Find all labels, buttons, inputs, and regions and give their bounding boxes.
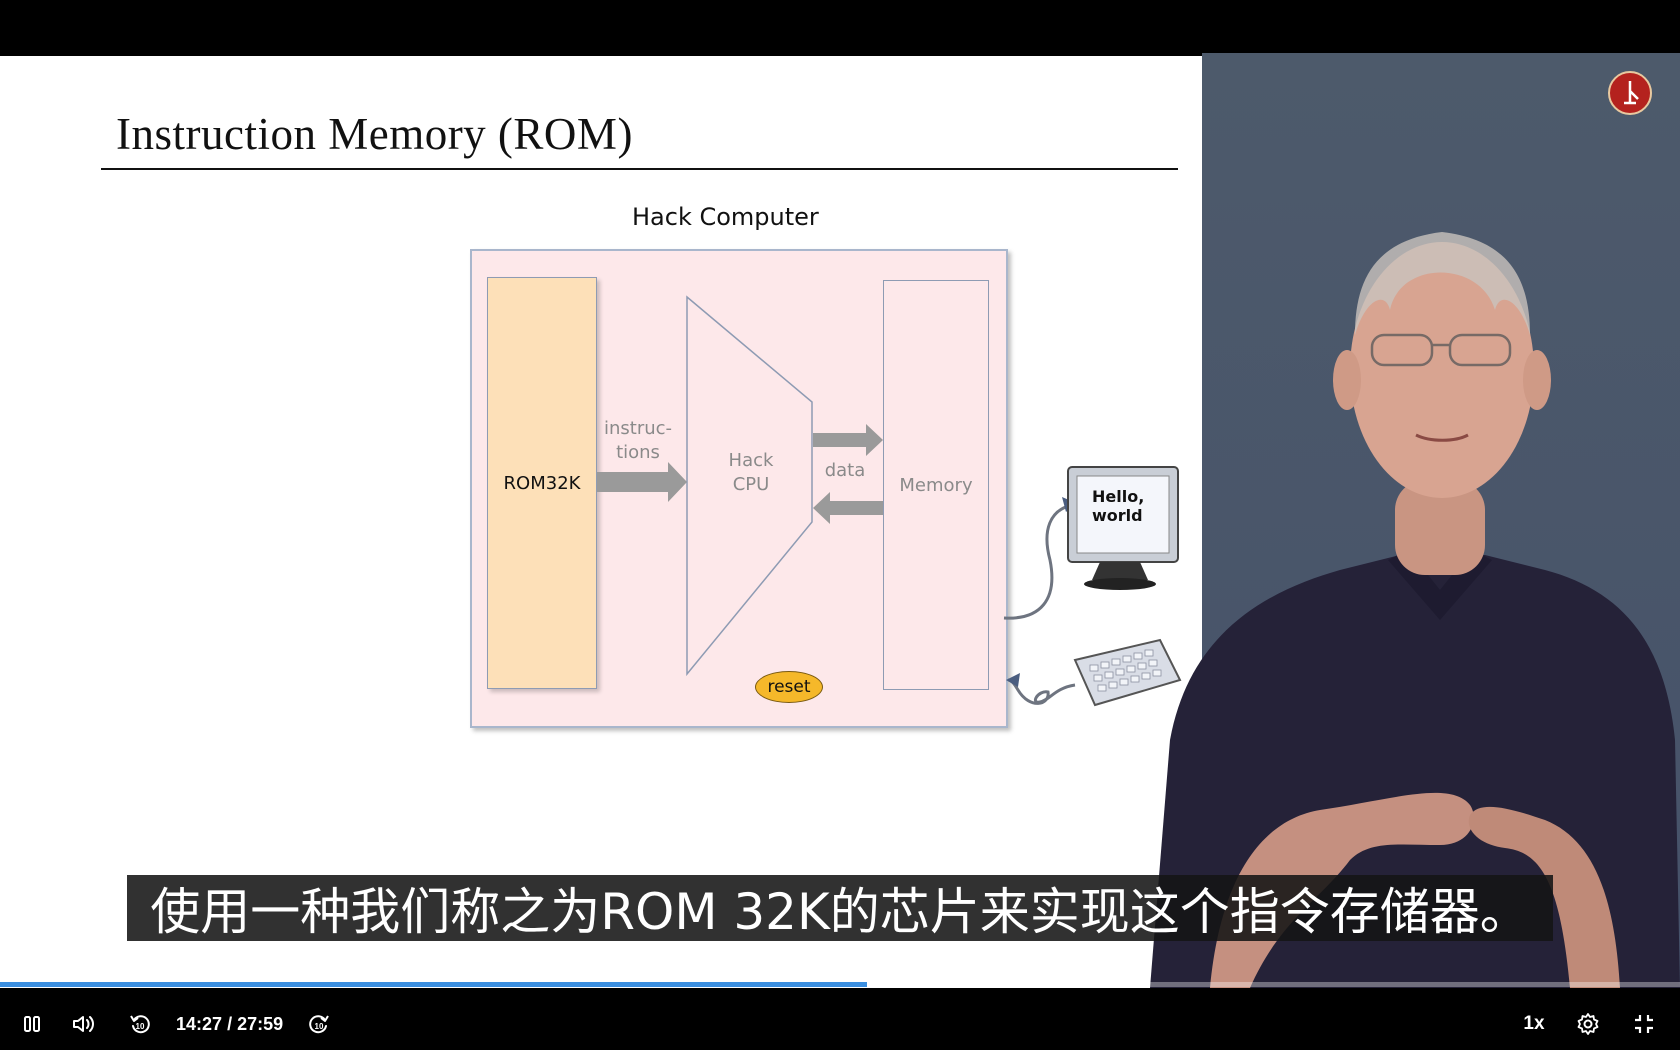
progress-fill [0, 982, 867, 987]
cpu-label-line1: Hack [728, 450, 774, 471]
rom32k-label: ROM32K [503, 472, 581, 494]
time-display: 14:27 / 27:59 [176, 998, 283, 1050]
diagram-graphics [597, 295, 1182, 707]
cpu-label-line2: CPU [732, 474, 770, 495]
memory-chip: Memory [883, 280, 989, 690]
forward-10-icon[interactable]: 10 [303, 998, 335, 1050]
instructions-arrow [597, 462, 687, 502]
data-arrow-in [813, 492, 883, 524]
total-duration: 27:59 [237, 1013, 284, 1034]
video-frame[interactable]: Instruction Memory (ROM) Hack Computer R… [0, 0, 1680, 998]
rom32k-chip: ROM32K [487, 277, 597, 689]
gear-icon[interactable] [1572, 998, 1604, 1050]
diagram-title: Hack Computer [632, 203, 819, 231]
monitor-text-line1: Hello, [1092, 487, 1145, 506]
monitor-icon [1067, 466, 1179, 590]
cpu-label: Hack CPU [711, 449, 791, 497]
instructions-label-line1: instruc- [603, 418, 673, 439]
slide-title: Instruction Memory (ROM) [116, 109, 633, 159]
volume-icon[interactable] [68, 998, 100, 1050]
elapsed-time: 14:27 [176, 1013, 223, 1034]
time-separator: / [227, 1013, 233, 1034]
progress-bar[interactable] [0, 982, 1680, 987]
memory-label: Memory [899, 474, 973, 496]
monitor-screen-text: Hello, world [1092, 487, 1168, 525]
svg-text:10: 10 [315, 1022, 324, 1031]
keyboard-cable-arrowhead [1006, 673, 1020, 687]
reset-badge: reset [755, 671, 823, 703]
monitor-text-line2: world [1092, 506, 1143, 525]
playback-speed-button[interactable]: 1x [1523, 1013, 1545, 1034]
title-divider [101, 168, 1178, 170]
rewind-10-icon[interactable]: 10 [124, 998, 156, 1050]
presenter-figure [1150, 232, 1680, 988]
keyboard-icon [1073, 638, 1182, 707]
instructions-label: instruc- tions [598, 417, 678, 465]
channel-logo-icon [1608, 71, 1652, 115]
player-controls: 10 14:27 / 27:59 10 1x [0, 998, 1680, 1050]
pause-icon[interactable] [16, 998, 48, 1050]
monitor-cable [1003, 503, 1073, 620]
data-arrow-out [813, 424, 883, 456]
subtitle-caption: 使用一种我们称之为ROM 32K的芯片来实现这个指令存储器。 [127, 875, 1553, 941]
hack-cpu-shape [686, 295, 813, 677]
data-label: data [824, 460, 866, 481]
keyboard-cable [1007, 678, 1076, 705]
instructions-label-line2: tions [616, 442, 660, 463]
svg-text:10: 10 [136, 1022, 145, 1031]
fullscreen-exit-icon[interactable] [1628, 998, 1660, 1050]
